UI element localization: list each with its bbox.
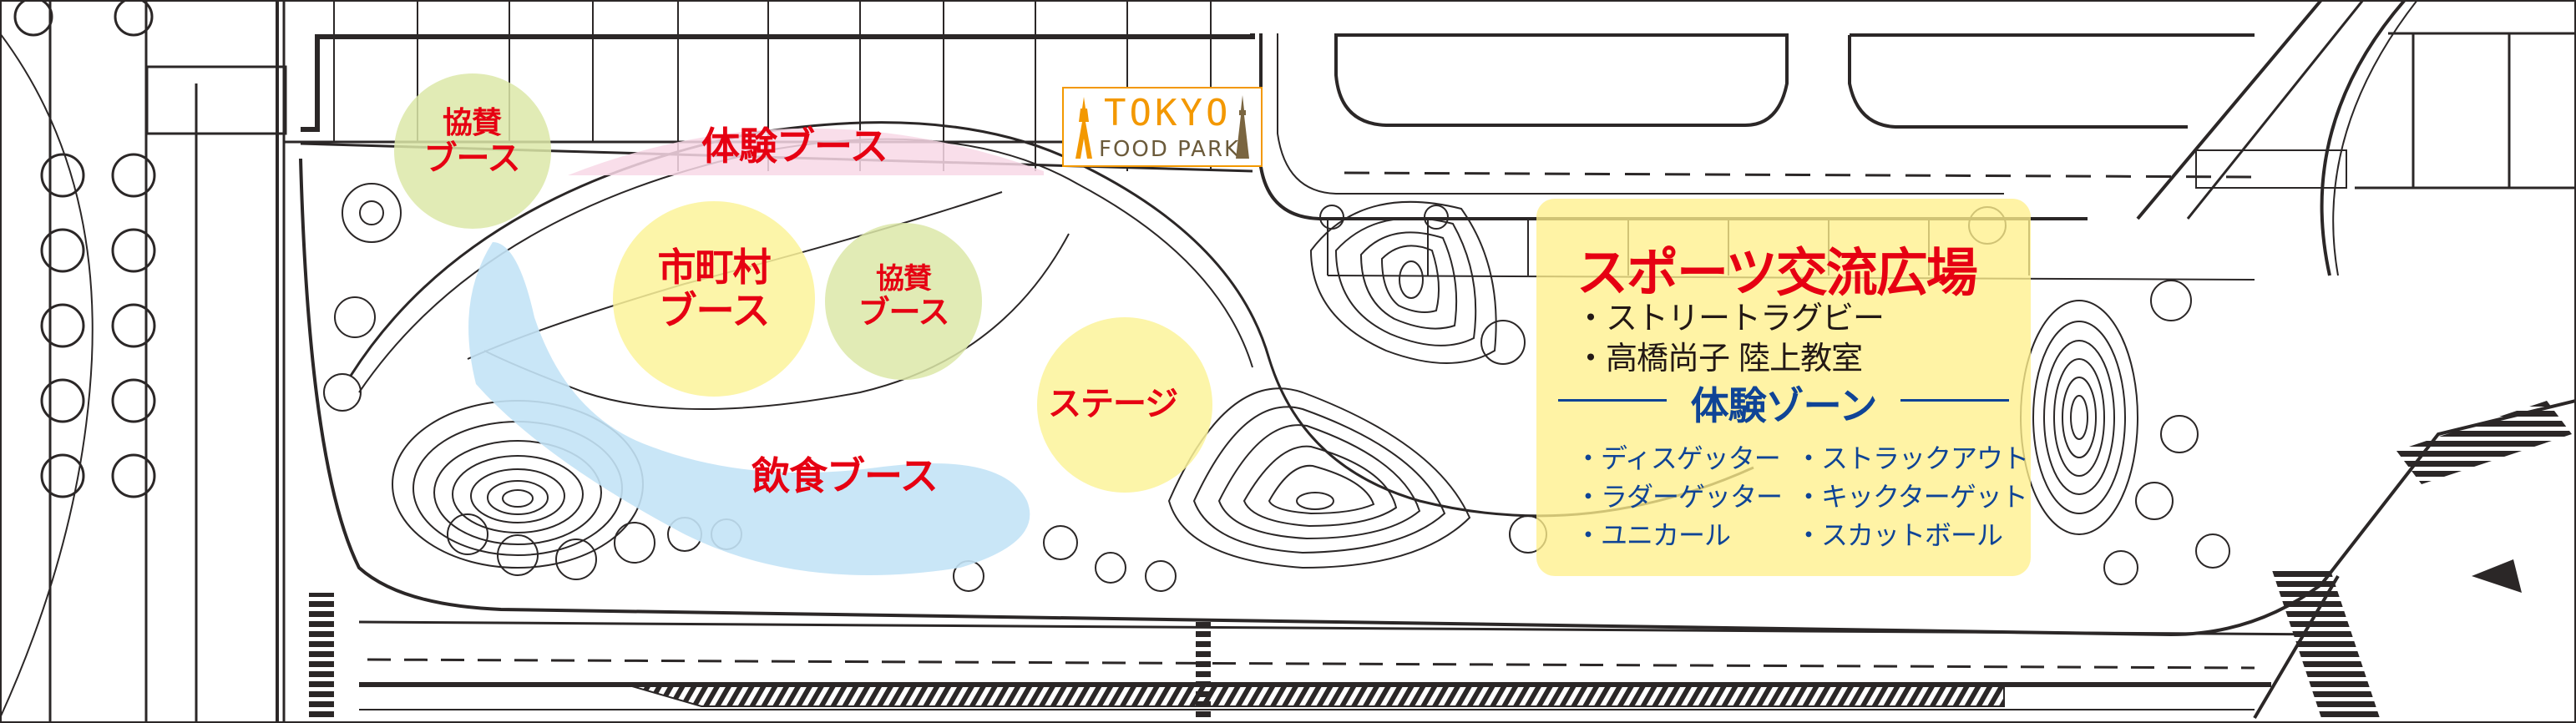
- label-line: ブース: [423, 139, 521, 179]
- experience-item: ・ディスゲッター: [1575, 442, 1781, 474]
- logo-title: TOKYO: [1104, 92, 1232, 134]
- stage-area: [1037, 317, 1212, 493]
- food-booth-label: 飲食ブース: [752, 453, 939, 498]
- experience-zone-title: 体験ゾーン: [1690, 383, 1878, 428]
- label-line: ブース: [658, 287, 771, 333]
- label-line: 協賛: [876, 262, 932, 296]
- experience-item: ・ストラックアウト: [1795, 442, 2029, 474]
- experience-item: ・スカットボール: [1795, 519, 2003, 551]
- tokyo-tower-icon: [1075, 97, 1092, 159]
- stage-label: ステージ: [1048, 385, 1178, 423]
- experience-booth-label: 体験ブース: [701, 124, 888, 169]
- label-line: 市町村: [657, 245, 772, 290]
- tokyo-food-park-logo: TOKYO FOOD PARK: [1062, 87, 1263, 167]
- experience-item: ・キックターゲット: [1795, 481, 2028, 513]
- experience-item: ・ラダーゲッター: [1575, 481, 1783, 513]
- label-line: ブース: [858, 294, 949, 331]
- label-line: 協賛: [442, 106, 502, 140]
- sponsor-booth-2-label: 協賛 ブース: [853, 263, 954, 331]
- skytree-icon: [1236, 95, 1249, 159]
- divider-right: [1900, 399, 2009, 402]
- experience-item: ・ユニカール: [1575, 519, 1731, 551]
- divider-left: [1558, 399, 1667, 402]
- sports-plaza-title: スポーツ交流広場: [1576, 242, 1978, 303]
- logo-subtitle: FOOD PARK: [1099, 137, 1241, 162]
- municipal-booth-area: [613, 201, 815, 397]
- sports-item-street-rugby: ・ストリートラグビー: [1575, 300, 1885, 336]
- sports-exchange-plaza-panel: スポーツ交流広場 ・ストリートラグビー ・高橋尚子 陸上教室 体験ゾーン ・ディ…: [1536, 199, 2031, 576]
- sponsor-booth-1-label: 協賛 ブース: [422, 106, 522, 179]
- sponsor-booth-1-area: [394, 73, 551, 229]
- sponsor-booth-2-area: [825, 223, 982, 380]
- municipal-booth-label: 市町村 ブース: [643, 245, 785, 333]
- sports-item-track-class: ・高橋尚子 陸上教室: [1575, 340, 1863, 377]
